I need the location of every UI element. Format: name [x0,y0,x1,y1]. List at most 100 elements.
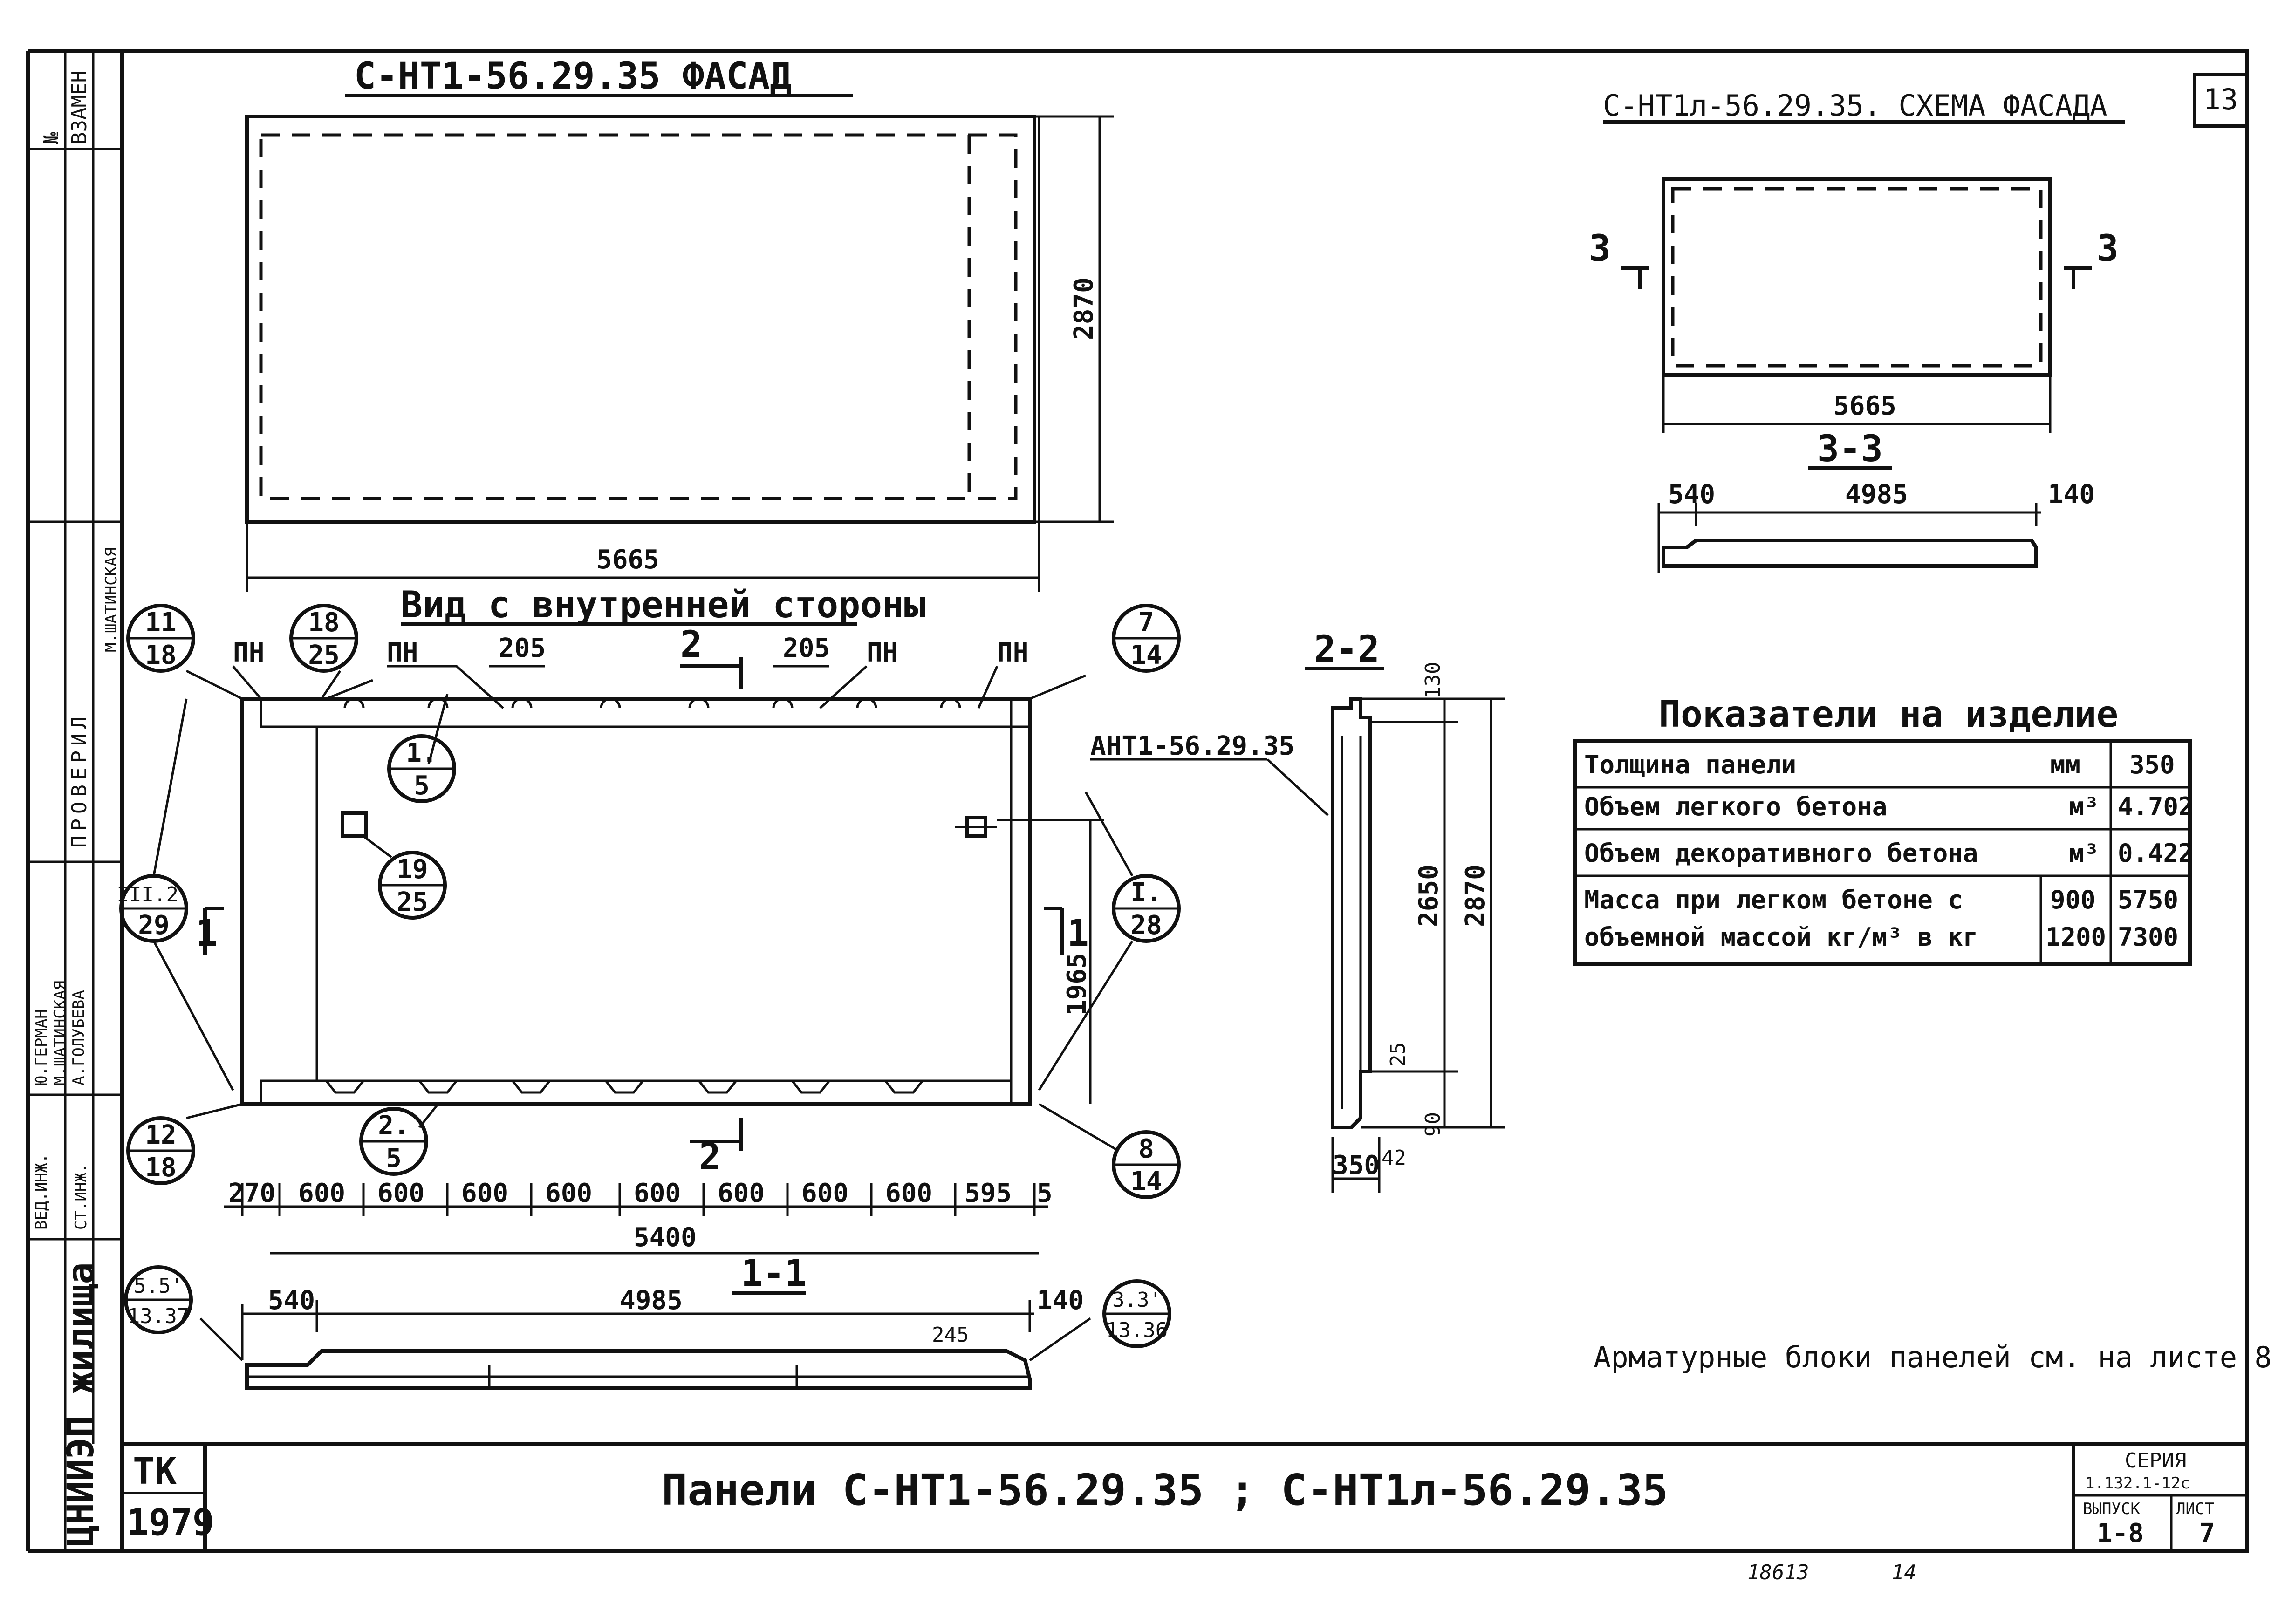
table-row-light-name: Объем легкого бетона [1584,792,1887,821]
stamp-name-4: М.ШАТИНСКАЯ [102,547,121,652]
scheme-section-title: 3-3 [1817,428,1883,470]
callout-11-18: 11 18 [126,604,195,673]
table-row-thickness-unit: мм [2050,750,2080,779]
org-vertical-text: ЦНИИЭП жилища [60,1262,102,1547]
stamp-replace-label: ВЗАМЕН [68,70,91,144]
table-row-deco-name: Объем декоративного бетона [1584,839,1978,868]
callout-1-5: 1. 5 [387,734,456,803]
sheet-number-box: 13 [2193,73,2249,128]
spacing-dim-9: 595 [965,1178,1012,1208]
table-row-light-value: 4.702 [2118,792,2194,821]
table-row-deco-value: 0.422 [2118,839,2194,868]
svg-text:13.37: 13.37 [128,1304,189,1328]
facade-height-dim: 2870 [1069,277,1099,340]
cut-mark-2-top: 2 [680,624,702,666]
sheet-number: 13 [2203,82,2238,116]
section-2-2: 2-2 130 2650 2870 25 90 350 42 [1305,628,1505,1193]
reinforcement-note: Арматурные блоки панелей см. на листе 8 [1594,1340,2272,1374]
svg-text:5.5': 5.5' [134,1274,183,1298]
table-mass-value-7300: 7300 [2118,922,2178,952]
stamp-check-title: ПРОВЕРИЛ [68,712,91,848]
ant-label: АНТ1-56.29.35 [1090,731,1294,761]
scheme-title: С-НТ1л-56.29.35. СХЕМА ФАСАДА [1603,89,2107,123]
svg-text:11: 11 [145,607,176,638]
table-mass-name-1: Масса при легком бетоне с [1584,885,1963,914]
stamp-name-3: А.ГОЛУБЕВА [69,990,88,1085]
section-1-dim-140: 140 [1037,1285,1084,1316]
pn-label-1: ПН [233,638,264,668]
svg-text:8: 8 [1138,1134,1154,1164]
svg-text:1.: 1. [406,738,437,768]
spacing-dim-1: 600 [298,1178,345,1208]
footer-page: 14 [1892,1561,1916,1584]
section-2-dim-130: 130 [1421,662,1445,699]
svg-text:19: 19 [397,854,428,885]
spacing-dim-8: 600 [885,1178,932,1208]
svg-text:18: 18 [145,640,176,670]
svg-text:5: 5 [414,771,430,801]
org-code: ТК [133,1451,177,1493]
svg-text:2.: 2. [378,1111,409,1141]
scheme-cut-right: 3 [2097,228,2119,270]
svg-text:18: 18 [308,607,339,638]
pn-label-3: ПН [867,638,898,668]
svg-text:3.3': 3.3' [1112,1288,1162,1312]
embedded-plate-left [341,811,368,838]
stamp-role-2: СТ.ИНЖ. [72,1163,90,1230]
callout-iii2-29: III.2. 29 [117,874,191,943]
issue-value: 1-8 [2097,1518,2144,1549]
overall-dim-5400: 5400 [634,1222,697,1253]
svg-text:18: 18 [145,1153,176,1183]
facade-title: С-НТ1-56.29.35 ФАСАД [354,55,792,97]
dim-1965: 1965 [1062,953,1092,1016]
svg-text:I.: I. [1130,878,1162,908]
table-mass-density-1200: 1200 [2046,922,2106,952]
section-2-title: 2-2 [1314,628,1380,670]
spacing-dim-0: 270 [228,1178,275,1208]
footer-number: 18613 [1747,1561,1809,1584]
table-mass-value-5750: 5750 [2118,885,2178,914]
sheet-value: 7 [2199,1518,2215,1549]
section-1-dim-4985: 4985 [620,1285,683,1316]
spacing-dim-2: 600 [377,1178,424,1208]
facade-view: С-НТ1-56.29.35 ФАСАД 2870 5665 [245,55,1114,592]
svg-text:28: 28 [1130,910,1162,941]
facade-scheme: С-НТ1л-56.29.35. СХЕМА ФАСАДА 3 3 5665 3… [1589,89,2125,573]
interior-view: Вид с внутренней стороны ПН ПН ПН ПН [117,584,1329,1255]
dim-205-right: 205 [783,633,830,663]
scheme-dim-540: 540 [1668,479,1715,510]
svg-text:13.36: 13.36 [1106,1318,1168,1342]
section-2-dim-2650: 2650 [1414,864,1444,927]
section-2-dim-90: 90 [1421,1112,1445,1137]
sheet-label: ЛИСТ [2176,1500,2214,1518]
title-block: ТК 1979 Панели С-НТ1-56.29.35 ; С-НТ1л-5… [122,1442,2247,1551]
pn-label-2: ПН [387,638,418,668]
stamp-name-2: М.ШАТИНСКАЯ [51,981,69,1085]
scheme-cut-left: 3 [1589,228,1611,270]
section-2-dim-42: 42 [1382,1146,1406,1170]
section-1-dim-540: 540 [268,1285,315,1316]
series-label: СЕРИЯ [2125,1449,2186,1473]
svg-text:25: 25 [308,640,339,670]
svg-text:29: 29 [138,910,169,941]
callout-8-14: 8 14 [1112,1130,1181,1199]
callout-2-5: 2. 5 [359,1107,428,1176]
table-row-deco-unit: м³ [2069,839,2099,868]
section-1-1: 1-1 540 4985 140 245 5.5' 13.37 3.3' 13.… [124,1253,1171,1390]
main-title: Панели С-НТ1-56.29.35 ; С-НТ1л-56.29.35 [662,1465,1668,1515]
svg-text:12: 12 [145,1120,176,1150]
svg-text:25: 25 [397,887,428,917]
table-row-thickness-name: Толщина панели [1584,750,1796,779]
year: 1979 [127,1502,214,1544]
stamp-name-1: Ю.ГЕРМАН [32,1009,51,1085]
svg-text:III.2.: III.2. [117,883,191,907]
callout-7-14: 7 14 [1112,604,1181,673]
section-1-dim-245: 245 [932,1323,969,1347]
callout-3-3-13-36: 3.3' 13.36 [1102,1279,1171,1348]
section-1-title: 1-1 [741,1253,807,1295]
table-title: Показатели на изделие [1659,694,2118,736]
scheme-dim-4985: 4985 [1845,479,1908,510]
svg-text:5: 5 [386,1143,402,1174]
callout-5-5-13-37: 5.5' 13.37 [124,1265,193,1334]
